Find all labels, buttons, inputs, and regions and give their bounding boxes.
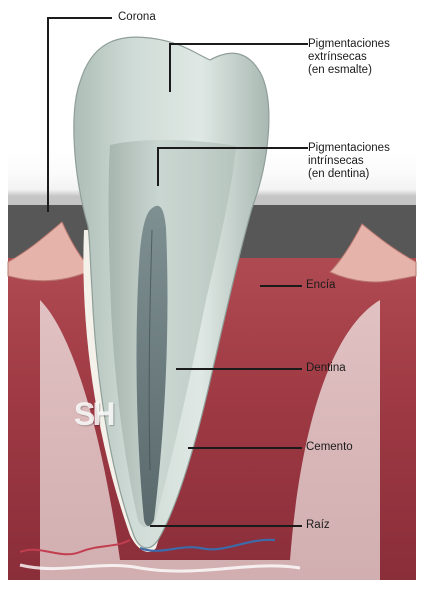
label-raiz: Raíz (306, 519, 330, 532)
label-corona: Corona (118, 11, 156, 24)
label-dentina: Dentina (306, 362, 346, 375)
label-pig-ext-line2: extrínsecas (308, 51, 390, 64)
label-pig-int-line1: Pigmentaciones (308, 142, 390, 155)
label-encia: Encía (306, 279, 335, 292)
label-pig-int-line3: (en dentina) (308, 168, 390, 181)
label-pig-ext-line1: Pigmentaciones (308, 38, 390, 51)
sh-watermark-logo: SH (74, 396, 112, 433)
label-cemento: Cemento (306, 441, 353, 454)
label-pig-ext-line3: (en esmalte) (308, 64, 390, 77)
label-pig-int-line2: intrínsecas (308, 155, 390, 168)
label-pigmentaciones-intrinsecas: Pigmentaciones intrínsecas (en dentina) (308, 142, 390, 181)
label-pigmentaciones-extrinsecas: Pigmentaciones extrínsecas (en esmalte) (308, 38, 390, 77)
